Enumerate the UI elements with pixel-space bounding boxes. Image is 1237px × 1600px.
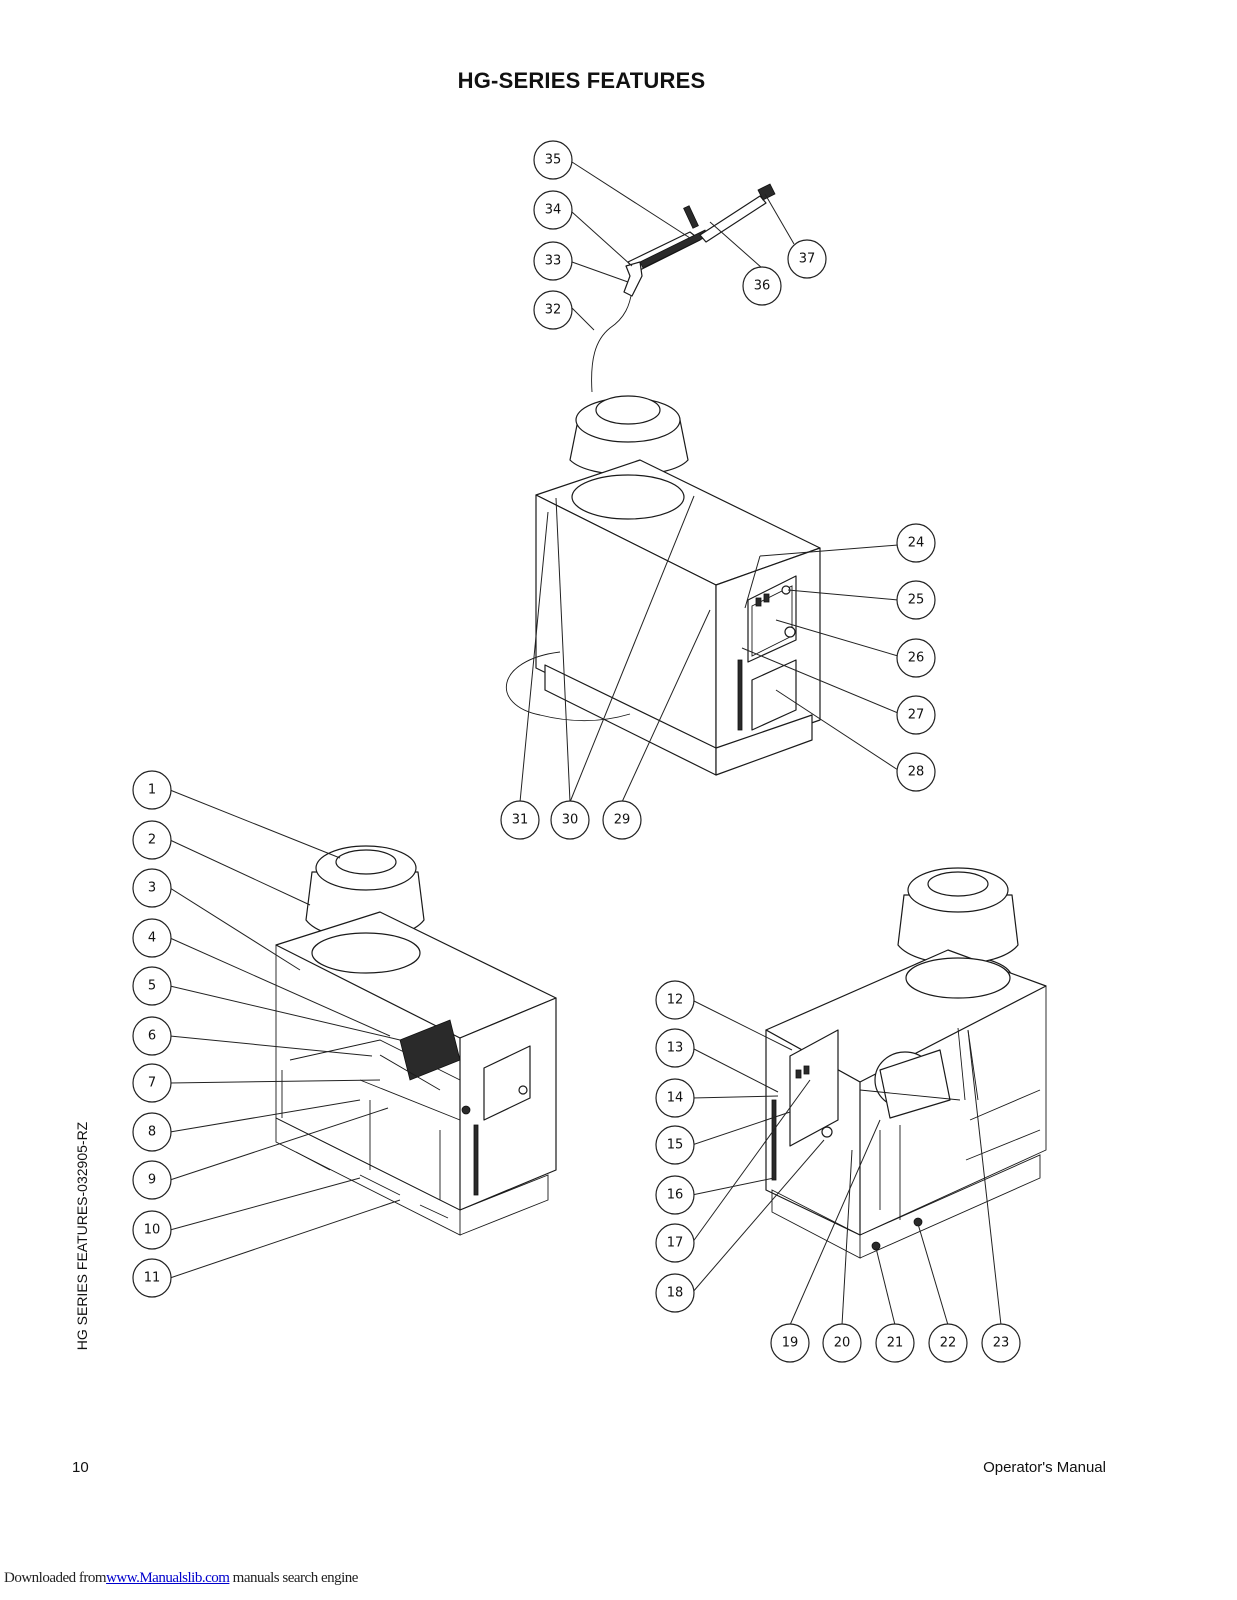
manual-label: Operator's Manual (983, 1459, 1106, 1476)
svg-text:33: 33 (545, 254, 562, 269)
svg-text:11: 11 (144, 1271, 161, 1286)
svg-text:29: 29 (614, 813, 631, 828)
svg-text:6: 6 (148, 1029, 156, 1044)
callout-29: 29 (602, 800, 642, 840)
callout-11: 11 (132, 1258, 172, 1298)
callout-6: 6 (132, 1016, 172, 1056)
svg-text:3: 3 (148, 881, 156, 896)
svg-text:23: 23 (993, 1336, 1010, 1351)
callout-24: 24 (896, 523, 936, 563)
svg-text:5: 5 (148, 979, 156, 994)
callout-1: 1 (132, 770, 172, 810)
svg-text:20: 20 (834, 1336, 851, 1351)
callout-33: 33 (533, 241, 573, 281)
callout-35: 35 (533, 140, 573, 180)
callout-19: 19 (770, 1323, 810, 1363)
callout-10: 10 (132, 1210, 172, 1250)
svg-text:12: 12 (667, 993, 684, 1008)
footer-prefix: Downloaded from (4, 1570, 107, 1586)
svg-text:10: 10 (144, 1223, 161, 1238)
svg-text:26: 26 (908, 651, 925, 666)
callout-21: 21 (875, 1323, 915, 1363)
callout-8: 8 (132, 1112, 172, 1152)
callout-14: 14 (655, 1078, 695, 1118)
svg-text:13: 13 (667, 1041, 684, 1056)
callout-26: 26 (896, 638, 936, 678)
svg-text:19: 19 (782, 1336, 799, 1351)
left-unit-drawing (275, 845, 557, 1236)
svg-text:14: 14 (667, 1091, 684, 1106)
callout-28: 28 (896, 752, 936, 792)
svg-text:8: 8 (148, 1125, 156, 1140)
svg-text:9: 9 (148, 1173, 156, 1188)
callout-3: 3 (132, 868, 172, 908)
svg-text:32: 32 (545, 303, 562, 318)
svg-text:30: 30 (562, 813, 579, 828)
callout-25: 25 (896, 580, 936, 620)
svg-text:1: 1 (148, 783, 156, 798)
callout-12: 12 (655, 980, 695, 1020)
right-unit-drawing (765, 867, 1047, 1259)
page-title: HG-SERIES FEATURES (457, 68, 706, 93)
callout-37: 37 (787, 239, 827, 279)
callout-23: 23 (981, 1323, 1021, 1363)
svg-text:35: 35 (545, 153, 562, 168)
svg-text:27: 27 (908, 708, 925, 723)
callout-15: 15 (655, 1125, 695, 1165)
svg-text:18: 18 (667, 1286, 684, 1301)
svg-text:15: 15 (667, 1138, 684, 1153)
callout-13: 13 (655, 1028, 695, 1068)
svg-text:17: 17 (667, 1236, 684, 1251)
callout-22: 22 (928, 1323, 968, 1363)
page-number: 10 (72, 1459, 89, 1476)
callout-36: 36 (742, 266, 782, 306)
svg-text:34: 34 (545, 203, 562, 218)
callout-16: 16 (655, 1175, 695, 1215)
svg-text:16: 16 (667, 1188, 684, 1203)
top-unit-drawing (505, 183, 821, 776)
callout-27: 27 (896, 695, 936, 735)
callout-2: 2 (132, 820, 172, 860)
download-footer: Downloaded fromwww.Manualslib.com manual… (4, 1570, 358, 1587)
callout-4: 4 (132, 918, 172, 958)
callout-17: 17 (655, 1223, 695, 1263)
svg-text:36: 36 (754, 279, 771, 294)
callout-30: 30 (550, 800, 590, 840)
svg-text:24: 24 (908, 536, 925, 551)
svg-text:7: 7 (148, 1076, 156, 1091)
svg-text:37: 37 (799, 252, 816, 267)
callout-32: 32 (533, 290, 573, 330)
svg-text:25: 25 (908, 593, 925, 608)
svg-text:2: 2 (148, 833, 156, 848)
manualslib-link[interactable]: www.Manualslib.com (106, 1570, 230, 1586)
svg-text:31: 31 (512, 813, 529, 828)
callout-34: 34 (533, 190, 573, 230)
callout-7: 7 (132, 1063, 172, 1103)
callout-20: 20 (822, 1323, 862, 1363)
svg-text:21: 21 (887, 1336, 904, 1351)
svg-text:22: 22 (940, 1336, 957, 1351)
callout-5: 5 (132, 966, 172, 1006)
svg-text:28: 28 (908, 765, 925, 780)
svg-text:4: 4 (148, 931, 156, 946)
footer-suffix: manuals search engine (229, 1570, 359, 1586)
callout-9: 9 (132, 1160, 172, 1200)
callout-31: 31 (500, 800, 540, 840)
leader-lines (169, 161, 1002, 1326)
callout-18: 18 (655, 1273, 695, 1313)
